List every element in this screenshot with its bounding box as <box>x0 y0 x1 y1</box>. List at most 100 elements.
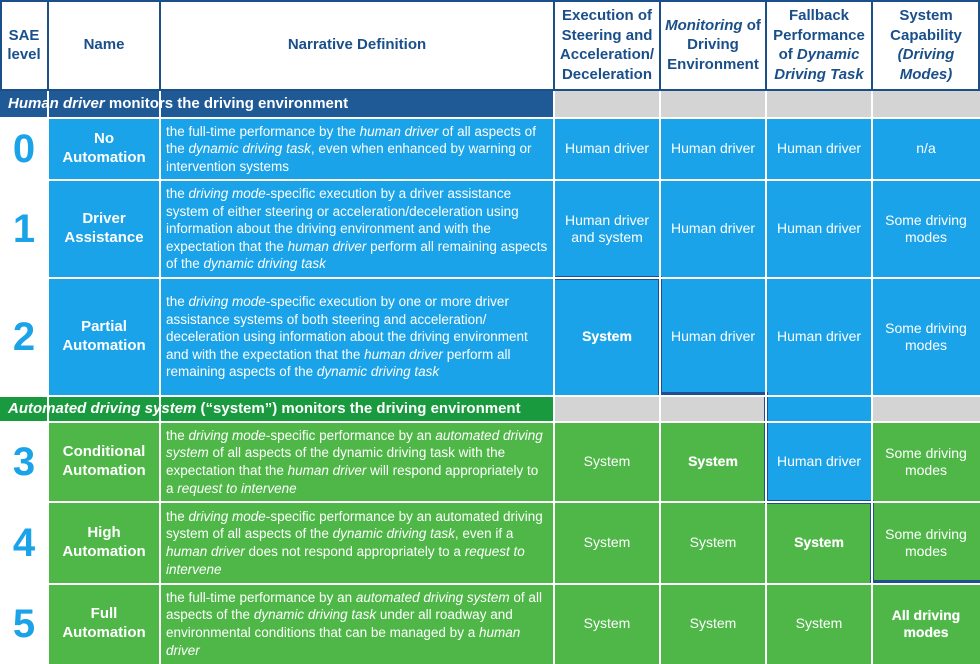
header-divider <box>553 0 555 90</box>
execution-value: System <box>583 453 631 470</box>
capability-cell: All driving modes <box>872 584 980 664</box>
definition-segment: under all roadway and environmental cond… <box>166 607 513 640</box>
capability-cell: Some driving modes <box>872 180 980 278</box>
section-auto-rest: (“system”) monitors the driving environm… <box>196 399 521 417</box>
definition-segment: -specific execution by one or more drive… <box>166 294 528 362</box>
header-fallback-em: Dynamic Driving Task <box>774 46 864 83</box>
definition-term: driving mode <box>188 508 266 524</box>
header-divider <box>47 0 49 90</box>
definition-segment: of all aspects of the <box>166 589 542 623</box>
header-capability: System Capability (Driving Modes) <box>872 0 980 90</box>
execution-cell: Human driver and system <box>554 180 660 278</box>
definition-segment: perform all remaining aspects of the <box>166 238 548 272</box>
execution-cell: Human driver <box>554 118 660 180</box>
definition-segment: the <box>166 427 189 443</box>
grid-divider-horizontal <box>0 277 980 279</box>
definition-text: the driving mode-specific execution by o… <box>166 293 548 381</box>
fallback-value: Human driver <box>776 328 862 345</box>
level-name-text: High Automation <box>62 524 146 560</box>
grid-divider-horizontal <box>0 501 980 503</box>
header-sae-level-text: SAE level <box>7 26 41 64</box>
section-human-driver: Human driver monitors the driving enviro… <box>0 90 554 118</box>
section-auto-em: Automated driving system <box>8 399 197 417</box>
definition-segment: the full-time performance by an <box>166 589 356 605</box>
execution-value: System <box>583 615 631 632</box>
definition-segment: the full-time performance by the <box>166 123 360 139</box>
definition-term: automated driving system <box>166 427 543 461</box>
definition-segment: of all aspects of the dynamic driving ta… <box>166 445 506 478</box>
level-name: High Automation <box>48 502 160 584</box>
capability-value: Some driving modes <box>885 211 967 246</box>
grid-divider-horizontal <box>0 179 980 181</box>
definition-term: dynamic driving task <box>188 141 311 157</box>
grid-divider-horizontal <box>0 395 980 397</box>
header-monitoring-rest: of Driving Environment <box>667 16 761 73</box>
execution-value: System <box>582 328 632 345</box>
execution-value: Human driver <box>564 140 650 157</box>
section-auto-fallback-continued <box>766 396 872 422</box>
grid-divider-vertical <box>871 0 873 664</box>
definition-segment: does not respond appropriately to a <box>244 544 465 559</box>
capability-cell: Some driving modes <box>872 422 980 502</box>
definition-segment: -specific execution by a driver assistan… <box>166 186 519 254</box>
section-human-rest: monitors the driving environment <box>104 94 349 112</box>
boundary-segment <box>658 392 768 396</box>
definition-segment: -specific performance by an automated dr… <box>166 508 543 542</box>
section-human-filler <box>554 90 980 118</box>
header-execution-text: Execution of Steering and Acceleration/ … <box>559 7 655 83</box>
level-name-text: Conditional Automation <box>62 443 146 479</box>
capability-value: Some driving modes <box>885 444 967 479</box>
narrative-definition: the driving mode-specific performance by… <box>160 422 554 502</box>
monitoring-cell: System <box>660 502 766 584</box>
fallback-value: System <box>794 534 844 551</box>
definition-text: the driving mode-specific performance by… <box>166 427 548 497</box>
fallback-cell: Human driver <box>766 278 872 396</box>
header-capability-a: System Capability <box>890 7 962 44</box>
capability-value: Some driving modes <box>885 525 967 560</box>
level-number: 2 <box>0 278 48 396</box>
definition-segment: , even when enhanced by warning or inter… <box>166 141 532 174</box>
definition-term: dynamic driving task <box>253 607 377 623</box>
level-name-text: No Automation <box>62 130 146 166</box>
capability-cell: Some driving modes <box>872 502 980 584</box>
fallback-cell: Human driver <box>766 180 872 278</box>
header-monitoring-text: Monitoring of Driving Environment <box>663 16 763 75</box>
section-automated-system: Automated driving system (“system”) moni… <box>0 396 554 422</box>
header-capability-text: System Capability (Driving Modes) <box>876 6 976 84</box>
header-capability-em: (Driving Modes) <box>897 46 955 83</box>
grid-divider-vertical <box>47 0 49 664</box>
definition-text: the driving mode-specific performance by… <box>166 508 548 578</box>
level-name-text: Partial Automation <box>62 318 146 354</box>
definition-text: the driving mode-specific execution by a… <box>166 185 548 273</box>
definition-term: human driver <box>166 544 245 559</box>
header-narrative-text: Narrative Definition <box>287 36 427 54</box>
definition-term: driving mode <box>188 186 266 202</box>
execution-cell: System <box>554 502 660 584</box>
level-number: 5 <box>0 584 48 664</box>
definition-term: driving mode <box>188 427 266 443</box>
grid-divider-vertical <box>159 0 161 664</box>
monitoring-cell: System <box>660 584 766 664</box>
level-name: Full Automation <box>48 584 160 664</box>
monitoring-value: System <box>689 615 737 632</box>
narrative-definition: the driving mode-specific execution by a… <box>160 180 554 278</box>
monitoring-value: System <box>688 453 738 470</box>
level-number: 4 <box>0 502 48 584</box>
definition-term: human driver <box>364 346 443 362</box>
header-fallback-text: Fallback Performance of Dynamic Driving … <box>769 6 869 84</box>
header-divider <box>659 0 661 90</box>
fallback-value: Human driver <box>776 140 862 157</box>
narrative-definition: the full-time performance by an automate… <box>160 584 554 664</box>
capability-value: All driving modes <box>891 606 961 641</box>
fallback-value: Human driver <box>776 453 862 470</box>
grid-divider-vertical <box>659 0 661 664</box>
definition-term: dynamic driving task <box>203 256 326 272</box>
definition-term: dynamic driving task <box>332 526 455 542</box>
grid-divider-horizontal <box>0 583 980 585</box>
section-human-em: Human driver <box>8 94 105 112</box>
level-name: Conditional Automation <box>48 422 160 502</box>
header-top-border <box>0 0 980 2</box>
level-name: Partial Automation <box>48 278 160 396</box>
level-name: No Automation <box>48 118 160 180</box>
header-right-border <box>978 0 980 90</box>
